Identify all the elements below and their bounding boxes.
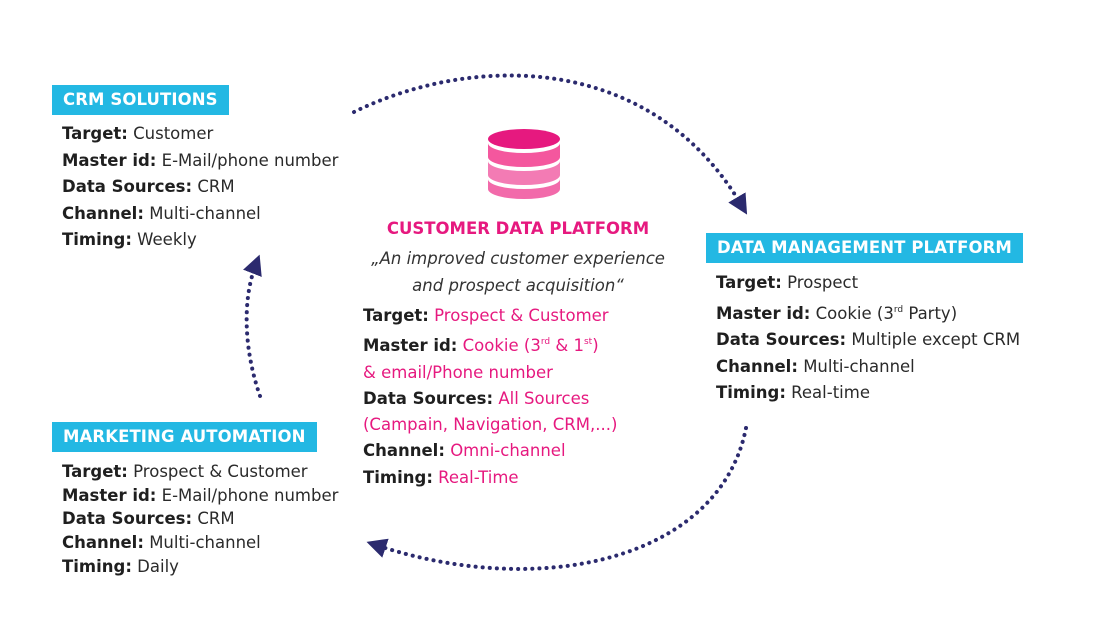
dmp-timing-row: Timing: Real-time (716, 383, 870, 402)
cdp-details: Target: Prospect & Customer Master id: C… (363, 303, 617, 491)
dmp-channel-row: Channel: Multi-channel (716, 356, 915, 376)
ma-channel-row: Channel: Multi-channel (62, 533, 261, 553)
crm-channel-row: Channel: Multi-channel (62, 203, 261, 223)
crm-badge: CRM SOLUTIONS (52, 85, 229, 115)
ma-target-row: Target: Prospect & Customer (62, 462, 308, 481)
crm-master-row: Master id: E-Mail/phone number (62, 150, 339, 170)
cdp-master-row-2: & email/Phone number (363, 362, 553, 382)
cdp-timing-row: Timing: Real-Time (363, 467, 519, 487)
arrow-ma-to-crm (243, 254, 262, 398)
ma-badge: MARKETING AUTOMATION (52, 422, 317, 452)
dmp-details: Target: Prospect Master id: Cookie (3rd … (716, 270, 1020, 407)
dmp-sources-row: Data Sources: Multiple except CRM (716, 330, 1021, 349)
crm-timing-row: Timing: Weekly (62, 230, 197, 249)
dmp-master-row: Master id: Cookie (3rd Party) (716, 303, 958, 323)
database-icon (488, 129, 560, 199)
cdp-master-row: Master id: Cookie (3rd & 1st) (363, 336, 599, 356)
cdp-target-row: Target: Prospect & Customer (363, 306, 609, 325)
cdp-title: CUSTOMER DATA PLATFORM (386, 219, 650, 238)
ma-details: Target: Prospect & Customer Master id: E… (62, 460, 338, 579)
dmp-target-row: Target: Prospect (716, 273, 859, 292)
ma-master-row: Master id: E-Mail/phone number (62, 485, 339, 505)
cdp-sources-row: Data Sources: All Sources (363, 388, 590, 408)
cdp-sources-row-2: (Campain, Navigation, CRM,...) (363, 415, 618, 435)
crm-sources-row: Data Sources: CRM (62, 177, 235, 196)
dmp-badge: DATA MANAGEMENT PLATFORM (706, 233, 1023, 263)
crm-details: Target: Customer Master id: E-Mail/phone… (62, 121, 338, 254)
cdp-subtitle-line2: and prospect acquisition“ (412, 276, 624, 295)
ma-sources-row: Data Sources: CRM (62, 509, 235, 529)
ma-timing-row: Timing: Daily (62, 556, 179, 576)
arrow-crm-to-dmp (352, 73, 748, 215)
cdp-channel-row: Channel: Omni-channel (363, 441, 566, 461)
crm-target-row: Target: Customer (62, 124, 214, 143)
cdp-subtitle-line1: „An improved customer experience (371, 249, 665, 268)
cdp-subtitle: „An improved customer experience and pro… (318, 245, 718, 299)
